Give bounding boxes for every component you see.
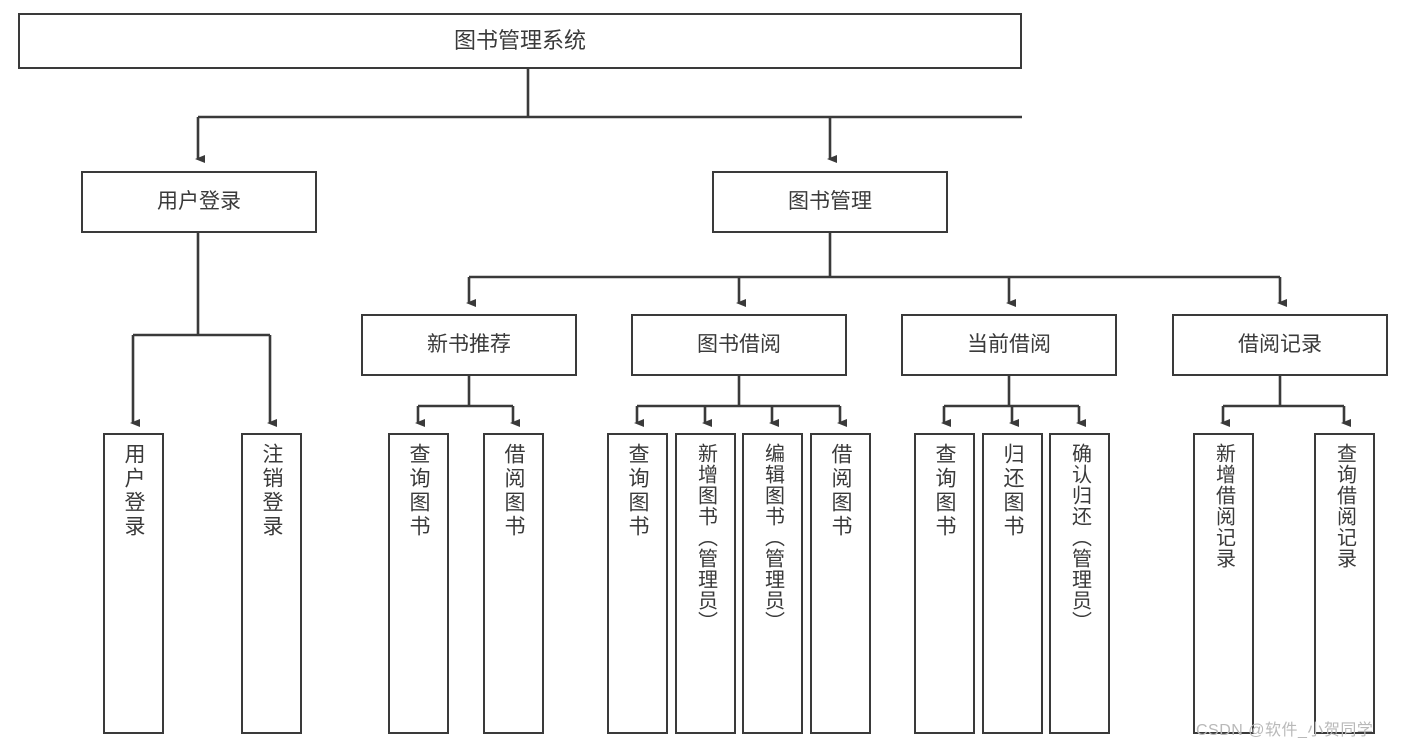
node-leaf-return-book-label: 归还图书 bbox=[1001, 443, 1024, 539]
node-leaf-query-borrow-record-label: 查询借阅记录 bbox=[1333, 443, 1356, 569]
node-book-management-label: 图书管理 bbox=[788, 189, 872, 213]
csdn-watermark: CSDN @软件_小贺同学 bbox=[1196, 722, 1374, 739]
node-leaf-borrow-book-1-label: 借阅图书 bbox=[502, 443, 525, 539]
node-leaf-query-borrow-record[interactable]: 查询借阅记录 bbox=[1314, 433, 1375, 734]
node-borrow-record-label: 借阅记录 bbox=[1238, 332, 1322, 356]
node-book-management[interactable]: 图书管理 bbox=[712, 171, 948, 233]
node-leaf-add-book-admin[interactable]: 新增图书（管理员） bbox=[675, 433, 736, 734]
node-leaf-return-book[interactable]: 归还图书 bbox=[982, 433, 1043, 734]
node-leaf-borrow-book-1[interactable]: 借阅图书 bbox=[483, 433, 544, 734]
node-user-login[interactable]: 用户登录 bbox=[81, 171, 317, 233]
node-borrow-record[interactable]: 借阅记录 bbox=[1172, 314, 1388, 376]
node-leaf-query-book-2-label: 查询图书 bbox=[626, 443, 649, 539]
node-leaf-confirm-return-admin[interactable]: 确认归还（管理员） bbox=[1049, 433, 1110, 734]
node-leaf-confirm-return-admin-label: 确认归还（管理员） bbox=[1068, 443, 1091, 632]
node-leaf-user-login[interactable]: 用户登录 bbox=[103, 433, 164, 734]
node-book-borrow-label: 图书借阅 bbox=[697, 332, 781, 356]
node-new-book-recommend-label: 新书推荐 bbox=[427, 332, 511, 356]
node-leaf-add-borrow-record[interactable]: 新增借阅记录 bbox=[1193, 433, 1254, 734]
node-leaf-borrow-book-2[interactable]: 借阅图书 bbox=[810, 433, 871, 734]
node-leaf-logout-login[interactable]: 注销登录 bbox=[241, 433, 302, 734]
node-leaf-edit-book-admin[interactable]: 编辑图书（管理员） bbox=[742, 433, 803, 734]
node-leaf-logout-login-label: 注销登录 bbox=[260, 443, 283, 539]
node-leaf-edit-book-admin-label: 编辑图书（管理员） bbox=[761, 443, 784, 632]
node-current-borrow[interactable]: 当前借阅 bbox=[901, 314, 1117, 376]
node-leaf-borrow-book-2-label: 借阅图书 bbox=[829, 443, 852, 539]
node-leaf-add-book-admin-label: 新增图书（管理员） bbox=[694, 443, 717, 632]
node-leaf-query-book-1[interactable]: 查询图书 bbox=[388, 433, 449, 734]
node-book-borrow[interactable]: 图书借阅 bbox=[631, 314, 847, 376]
node-leaf-query-book-3[interactable]: 查询图书 bbox=[914, 433, 975, 734]
node-leaf-query-book-1-label: 查询图书 bbox=[407, 443, 430, 539]
node-leaf-user-login-label: 用户登录 bbox=[122, 443, 145, 539]
node-user-login-label: 用户登录 bbox=[157, 189, 241, 213]
node-new-book-recommend[interactable]: 新书推荐 bbox=[361, 314, 577, 376]
node-root[interactable]: 图书管理系统 bbox=[18, 13, 1022, 69]
node-leaf-add-borrow-record-label: 新增借阅记录 bbox=[1212, 443, 1235, 569]
node-leaf-query-book-2[interactable]: 查询图书 bbox=[607, 433, 668, 734]
node-leaf-query-book-3-label: 查询图书 bbox=[933, 443, 956, 539]
node-root-label: 图书管理系统 bbox=[453, 28, 586, 54]
node-current-borrow-label: 当前借阅 bbox=[967, 332, 1051, 356]
